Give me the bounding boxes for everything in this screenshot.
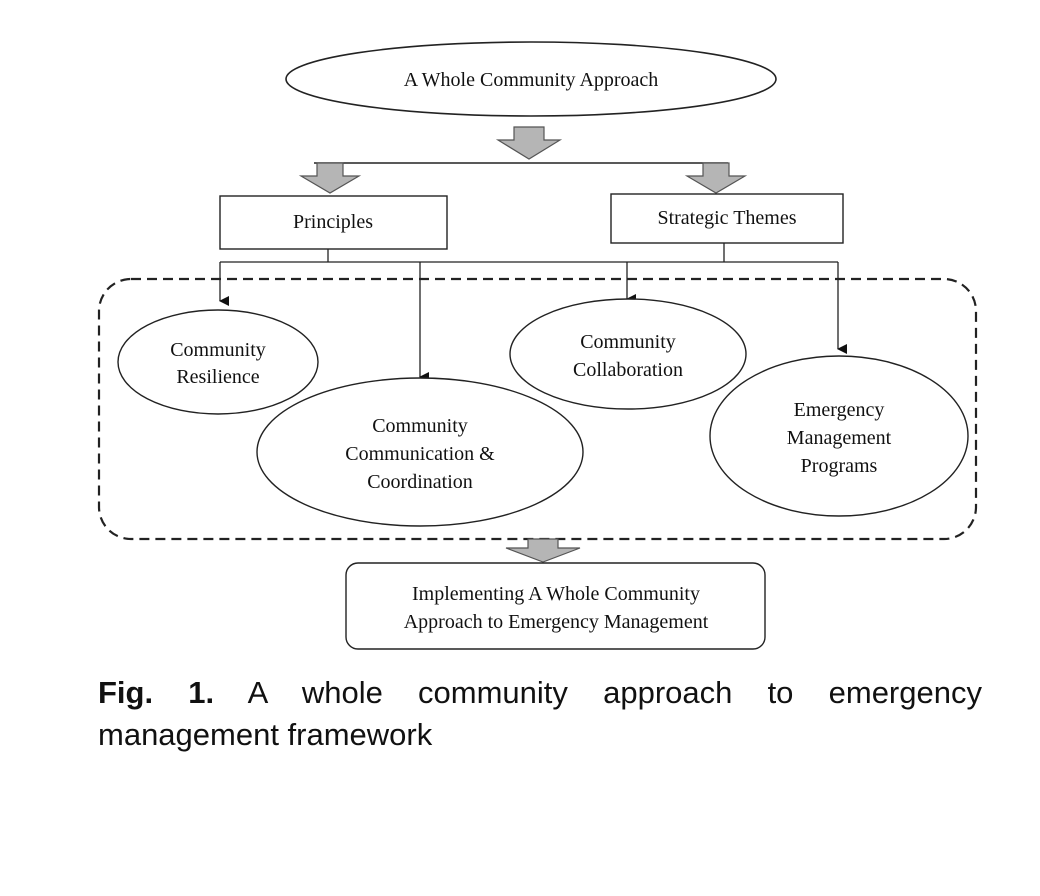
communication-line-3: Coordination xyxy=(367,471,473,493)
top-node: A Whole Community Approach xyxy=(285,41,777,117)
programs-line-2: Management xyxy=(787,427,892,449)
principles-box: Principles xyxy=(219,195,448,250)
node-communication-coordination: Community Communication & Coordination xyxy=(256,377,584,527)
figure-label: Fig. 1. xyxy=(98,675,215,710)
strategic-themes-label: Strategic Themes xyxy=(657,207,796,229)
outcome-line-2: Approach to Emergency Management xyxy=(404,611,709,633)
resilience-line-1: Community xyxy=(170,339,266,361)
collaboration-line-2: Collaboration xyxy=(573,359,683,381)
connector-lines xyxy=(219,243,847,382)
outcome-line-1: Implementing A Whole Community xyxy=(412,583,700,605)
figure-caption-text: A whole community approach to emergency … xyxy=(98,675,982,752)
node-community-collaboration: Community Collaboration xyxy=(509,298,747,410)
communication-line-1: Community xyxy=(372,415,468,437)
down-arrow-left xyxy=(298,162,362,194)
figure-caption: Fig. 1. A whole community approach to em… xyxy=(98,672,982,756)
down-arrow-main xyxy=(495,126,563,160)
strategic-themes-box: Strategic Themes xyxy=(610,193,844,244)
resilience-line-2: Resilience xyxy=(176,366,259,388)
programs-line-1: Emergency xyxy=(794,399,885,421)
top-node-label: A Whole Community Approach xyxy=(404,69,659,91)
outcome-box: Implementing A Whole Community Approach … xyxy=(345,562,766,650)
communication-line-2: Communication & xyxy=(345,443,495,465)
node-emergency-management-programs: Emergency Management Programs xyxy=(709,355,969,517)
collaboration-line-1: Community xyxy=(580,331,676,353)
framework-diagram: A Whole Community Approach Principles St… xyxy=(97,41,978,650)
down-arrow-bottom xyxy=(505,538,581,563)
node-community-resilience: Community Resilience xyxy=(117,309,319,415)
elements-container xyxy=(97,277,978,541)
programs-line-3: Programs xyxy=(801,455,878,477)
down-arrow-right xyxy=(684,162,748,194)
principles-label: Principles xyxy=(293,211,373,233)
